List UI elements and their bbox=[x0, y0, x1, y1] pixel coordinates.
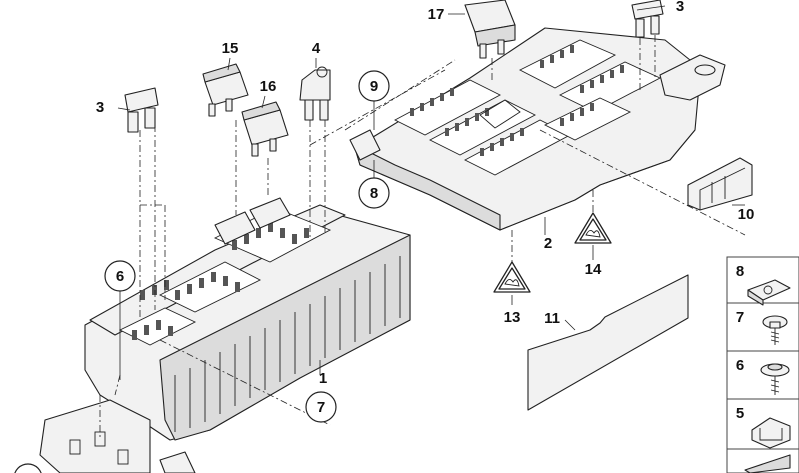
label-10: 10 bbox=[738, 206, 755, 223]
kit-label-5: 5 bbox=[736, 405, 744, 422]
callout-8-text: 8 bbox=[370, 185, 378, 202]
part-16-relay bbox=[241, 101, 289, 157]
label-15: 15 bbox=[222, 40, 239, 57]
assembly-dashed-lines bbox=[99, 35, 746, 440]
kit-label-6: 6 bbox=[736, 357, 744, 374]
callout-6-text: 6 bbox=[116, 268, 124, 285]
hardware-kit-panel: 8 7 6 5 bbox=[726, 256, 799, 473]
kit-label-7: 7 bbox=[736, 309, 744, 326]
callout-7-text: 7 bbox=[317, 399, 325, 416]
part-10-cover bbox=[687, 157, 753, 211]
part-17-relay bbox=[464, 0, 516, 59]
callout-circle-8: 8 bbox=[358, 177, 390, 209]
label-13: 13 bbox=[504, 309, 521, 326]
leader-lines bbox=[117, 5, 745, 380]
callout-circle-partial bbox=[14, 463, 42, 473]
kit-screw-icon bbox=[762, 315, 788, 345]
callout-9-text: 9 bbox=[370, 78, 378, 95]
kit-spring-clip-icon bbox=[751, 417, 791, 449]
kit-symbol-icon bbox=[744, 454, 791, 473]
part-3-fuse-right bbox=[631, 0, 664, 38]
part-3-fuse-left bbox=[124, 87, 159, 133]
part-1-fuse-box-housing bbox=[84, 197, 411, 441]
label-17: 17 bbox=[428, 6, 445, 23]
callout-circle-9: 9 bbox=[358, 70, 390, 102]
label-1: 1 bbox=[319, 370, 327, 387]
callout-circle-6: 6 bbox=[104, 260, 136, 292]
part-11-label-sheet bbox=[527, 274, 689, 411]
kit-label-8: 8 bbox=[736, 263, 744, 280]
kit-clip-nut-icon bbox=[747, 279, 791, 306]
mounting-bracket bbox=[39, 399, 196, 473]
label-11: 11 bbox=[544, 310, 560, 327]
label-3-left: 3 bbox=[96, 99, 104, 116]
part-2-fuse-carrier bbox=[349, 27, 726, 231]
label-4: 4 bbox=[312, 40, 321, 57]
label-14: 14 bbox=[585, 261, 602, 278]
part-13-warning-label bbox=[493, 261, 531, 293]
part-number-labels: 3 3 4 15 16 17 10 2 14 13 11 1 bbox=[96, 0, 755, 387]
part-14-warning-label bbox=[574, 212, 612, 244]
label-2: 2 bbox=[544, 235, 552, 252]
callout-circle-7: 7 bbox=[305, 391, 337, 423]
label-3-right: 3 bbox=[676, 0, 684, 15]
kit-washer-screw-icon bbox=[760, 363, 790, 395]
part-4-fuse bbox=[299, 66, 331, 121]
part-15-relay bbox=[202, 63, 249, 117]
label-16: 16 bbox=[260, 78, 277, 95]
